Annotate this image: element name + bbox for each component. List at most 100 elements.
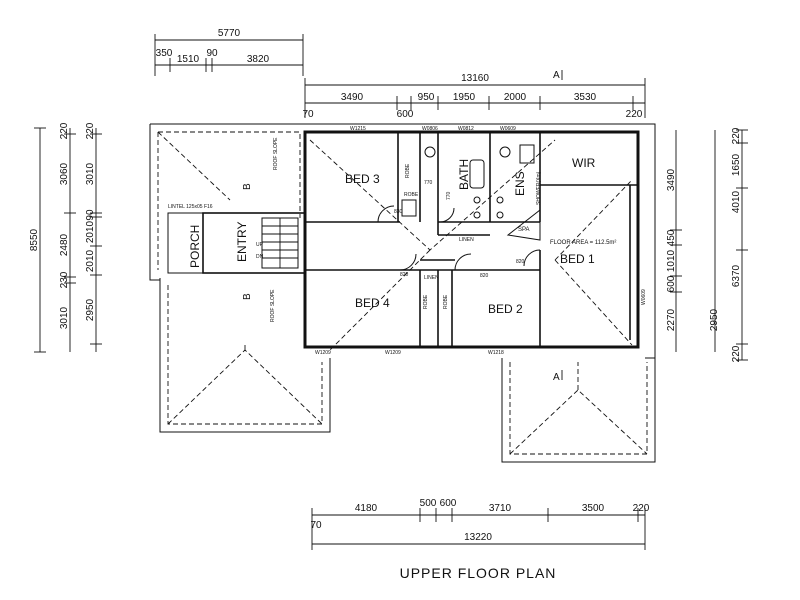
toilet-ens [499,146,511,158]
dim-row-1950: 1950 [453,92,476,103]
basin-1 [473,196,481,204]
dim-left-90: 90 [85,209,96,221]
dim-right-4010: 4010 [731,190,742,213]
section-a-bottom: A [553,372,560,383]
dim-13160: 13160 [461,73,489,84]
floor-area-note: FLOOR AREA = 112.5m² [550,240,616,246]
fixtures [261,144,541,271]
dim-right-3490: 3490 [666,168,677,191]
dim-row-3490: 3490 [341,92,364,103]
dim-90: 90 [206,48,218,59]
dim-left-220: 220 [59,122,70,139]
spa-label: SPA [518,227,530,233]
dim-right-2950: 2950 [709,308,720,331]
window-w0609b: W0609 [641,289,647,305]
section-b-top: B [242,183,253,190]
annotations: FLOOR AREA = 112.5m² SPA LINEN LINEN ROB… [168,70,647,383]
dim-left-2010a: 2010 [85,220,96,243]
dim-row-600: 600 [397,109,414,120]
top-dimensions: 5770 350 1510 90 3820 13160 70 3490 600 … [154,28,646,120]
basin-3 [496,196,504,204]
window-w0609a: W0609 [500,126,516,132]
roof-slope-note-2: ROOF SLOPE [270,289,276,322]
roof-slope-note-1: ROOF SLOPE [273,137,279,170]
window-w0806: W0806 [422,126,438,132]
dim-right-1010: 1010 [666,249,677,272]
basin-4 [496,211,504,219]
dim-bottom-13220: 13220 [464,532,492,543]
room-entry: ENTRY [235,222,249,262]
shower-note: SHOWER(Xm) [536,171,542,205]
dim-bottom-500: 500 [420,498,437,509]
dim-1510: 1510 [177,54,200,65]
dim-3820: 3820 [247,54,270,65]
roof-outline [149,123,656,463]
spa-tub [506,208,541,241]
door-swing-bath [439,207,455,223]
dim-left-230: 230 [59,271,70,288]
dim-left-2950: 2950 [85,298,96,321]
door-swing-bed4 [399,253,417,271]
dim-bottom-4180: 4180 [355,503,378,514]
dim-bottom-70: 70 [310,520,322,531]
section-b-bottom: B [242,293,253,300]
dim-row-70: 70 [302,109,314,120]
room-labels: BED 3 BATH ENS WIR BED 1 BED 4 BED 2 POR… [188,156,596,316]
dim-bottom-220: 220 [633,503,650,514]
door-770a: 770 [424,180,433,186]
window-w0812: W0812 [458,126,474,132]
room-wir: WIR [572,156,596,170]
door-swing-bed1 [523,249,541,267]
dim-left-3010: 3010 [85,162,96,185]
bottom-dimensions: 70 4180 500 600 3710 3500 220 13220 [310,498,650,550]
drawing-title: UPPER FLOOR PLAN [400,565,557,581]
room-bed4: BED 4 [355,296,390,310]
room-bed2: BED 2 [488,302,523,316]
basin-2 [473,211,481,219]
dim-left-3060: 3060 [59,162,70,185]
dim-5770: 5770 [218,28,241,39]
dim-right-1650: 1650 [731,153,742,176]
stair-up: UP [256,242,264,248]
robe-label-4: ROBE [404,192,419,198]
room-bed1: BED 1 [560,252,595,266]
dim-right-2270: 2270 [666,308,677,331]
dim-right-450: 450 [666,229,677,246]
dim-row-220: 220 [626,109,643,120]
bathtub [469,159,485,189]
dim-left-220b: 220 [85,122,96,139]
dim-row-2000: 2000 [504,92,527,103]
dim-right-6370: 6370 [731,264,742,287]
toilet-bath [424,146,436,158]
room-bath: BATH [457,159,471,190]
main-walls [167,130,640,349]
window-w1209b: W1209 [385,350,401,356]
lintel-note: LINTEL 125x05 F16 [168,204,213,210]
window-w1215: W1215 [350,126,366,132]
window-w1209a: W1209 [315,350,331,356]
dim-row-950: 950 [418,92,435,103]
room-porch: PORCH [188,225,202,268]
dim-8550: 8550 [29,228,40,251]
linen-label-2: LINEN [424,275,439,281]
robe-box [401,199,417,217]
stair-dn: DN [256,254,264,260]
dim-left-2010b: 2010 [85,249,96,272]
window-w1218: W1218 [488,350,504,356]
robe-label-2: ROBE [423,294,429,309]
dim-bottom-3710: 3710 [489,503,512,514]
staircase [261,217,299,269]
dim-bottom-600: 600 [440,498,457,509]
shower [519,144,535,164]
dim-row-3530: 3530 [574,92,597,103]
door-820c: 820 [516,259,525,265]
robe-label-1: ROBE [405,163,411,178]
door-830: 830 [394,209,403,215]
left-dimensions: 8550 220 3060 2480 230 3010 220 3010 90 … [29,122,102,353]
dim-right-220b: 220 [731,345,742,362]
linen-label-1: LINEN [459,237,474,243]
door-820b: 820 [480,273,489,279]
door-770b: 770 [446,191,452,200]
door-swing-bed2 [454,253,472,271]
